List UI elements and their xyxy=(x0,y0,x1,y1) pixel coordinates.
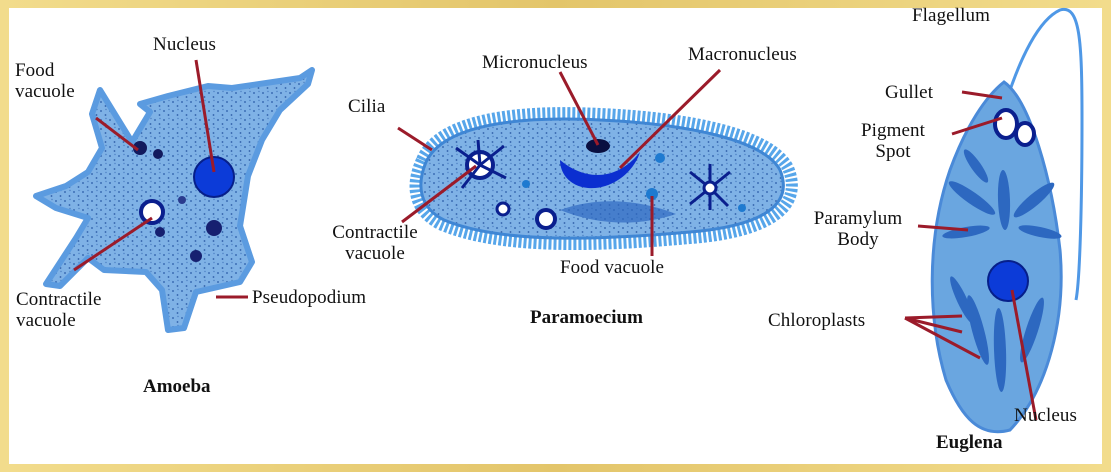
euglena-gullet-label: Gullet xyxy=(885,82,933,103)
euglena-nucleus-label: Nucleus xyxy=(1014,405,1077,426)
paramoecium-macronucleus-label: Macronucleus xyxy=(688,44,797,65)
euglena-pigment-spot-label: Pigment Spot xyxy=(843,120,943,163)
paramoecium-micronucleus xyxy=(586,139,610,153)
paramoecium-food-vacuole xyxy=(655,153,665,163)
euglena-chloroplasts-label: Chloroplasts xyxy=(768,310,865,331)
paramoecium-contractile-vacuole xyxy=(497,203,509,215)
amoeba-contractile-vacuole-label: Contractile vacuole xyxy=(16,289,126,332)
paramoecium-food-vacuole-label: Food vacuole xyxy=(560,257,664,278)
amoeba-food-vacuole-label: Food vacuole xyxy=(15,60,105,103)
paramoecium-organism xyxy=(416,113,792,244)
paramoecium-title: Paramoecium xyxy=(530,307,643,329)
amoeba-food-vacuole xyxy=(206,220,222,236)
amoeba-food-vacuole xyxy=(178,196,186,204)
amoeba-food-vacuole xyxy=(155,227,165,237)
euglena-paramylum-body-label: Paramylum Body xyxy=(793,208,923,251)
amoeba-title: Amoeba xyxy=(143,376,211,398)
amoeba-food-vacuole xyxy=(153,149,163,159)
paramoecium-contractile-vacuole xyxy=(537,210,555,228)
amoeba-pseudopodium-label: Pseudopodium xyxy=(252,287,366,308)
euglena-nucleus xyxy=(988,261,1028,301)
euglena-flagellum-label: Flagellum xyxy=(912,5,990,26)
paramoecium-cilia-label: Cilia xyxy=(348,96,385,117)
amoeba-nucleus-label: Nucleus xyxy=(153,34,216,55)
euglena-organism xyxy=(932,9,1082,431)
euglena-title: Euglena xyxy=(936,432,1003,454)
paramoecium-micronucleus-label: Micronucleus xyxy=(482,52,588,73)
euglena-gullet xyxy=(995,110,1017,138)
amoeba-food-vacuole xyxy=(190,250,202,262)
paramoecium-contractile-vacuole-label: Contractile vacuole xyxy=(320,222,430,265)
euglena-pigment-spot xyxy=(1016,123,1034,145)
paramoecium-food-vacuole xyxy=(738,204,746,212)
paramoecium-food-vacuole xyxy=(522,180,530,188)
